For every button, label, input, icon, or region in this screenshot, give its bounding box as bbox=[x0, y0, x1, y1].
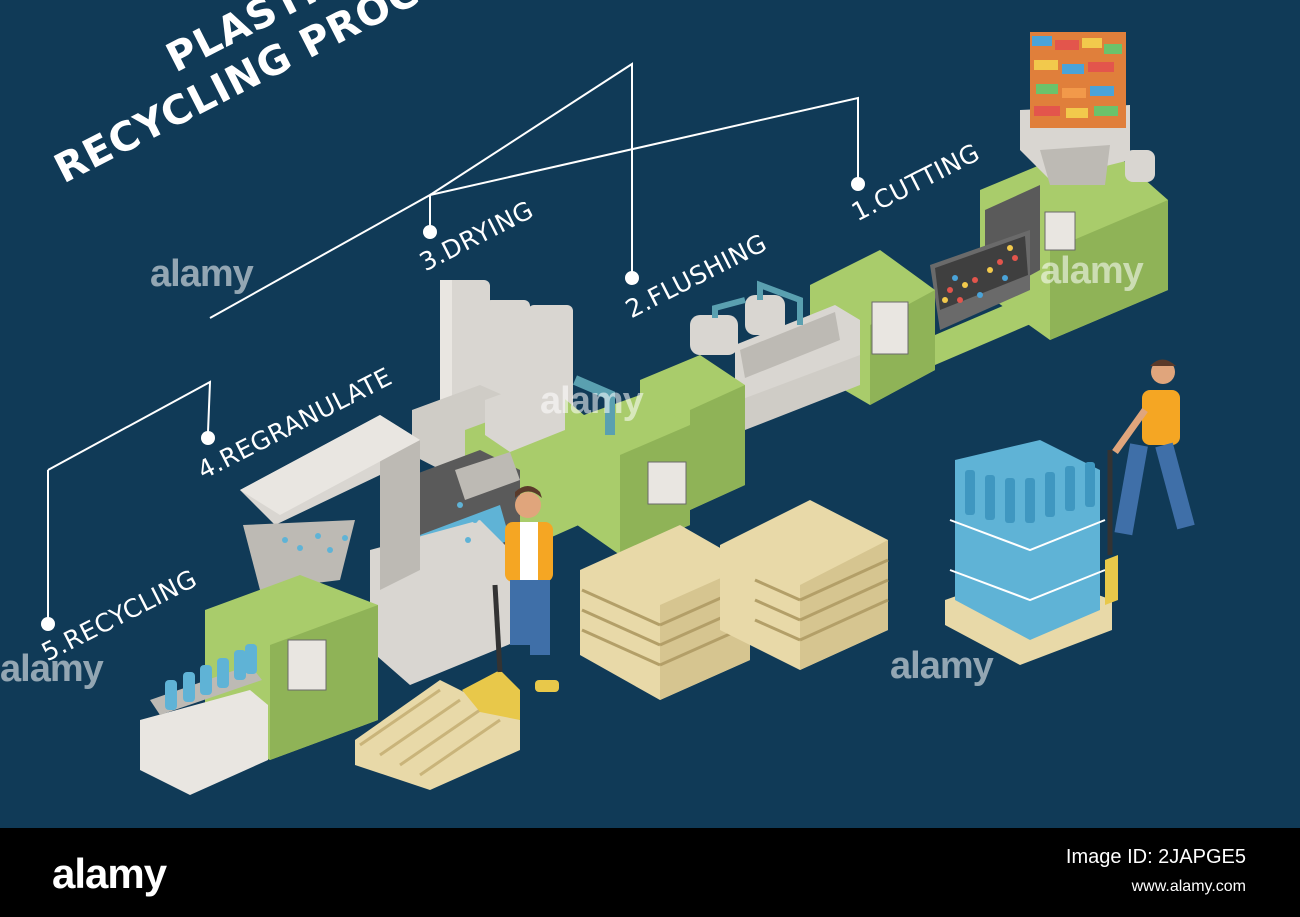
connector-cutting bbox=[429, 96, 859, 196]
connector-dots bbox=[41, 177, 865, 631]
recycling-line-illustration bbox=[41, 32, 1195, 795]
molded-bottles bbox=[165, 644, 257, 710]
dot-regranulate bbox=[201, 431, 215, 445]
flake-conveyor bbox=[930, 230, 1040, 365]
watermark: alamy bbox=[540, 380, 644, 422]
connector-regranulate bbox=[47, 380, 212, 471]
drying-silos bbox=[412, 280, 690, 560]
connector-drying bbox=[209, 193, 431, 319]
step-connector-lines bbox=[47, 62, 859, 620]
footer-url: www.alamy.com bbox=[1131, 878, 1246, 895]
dot-cutting bbox=[851, 177, 865, 191]
worker-walking bbox=[1112, 359, 1195, 536]
connector-flushing bbox=[429, 62, 633, 272]
stacked-pallets bbox=[580, 500, 889, 700]
shredded-plastic-block bbox=[1032, 36, 1122, 118]
illustration-scene: alamy alamy alamy alamy alamy PLASTIC RE… bbox=[0, 0, 1195, 795]
footer-image-id: Image ID: 2JAPGE5 bbox=[1065, 846, 1246, 868]
dot-flushing bbox=[625, 271, 639, 285]
empty-pallet-jack bbox=[355, 584, 520, 790]
watermark: alamy bbox=[1040, 250, 1144, 292]
watermark: alamy bbox=[0, 648, 104, 690]
regranulate-machine bbox=[240, 415, 520, 685]
stock-footer-bar: alamy Image ID: 2JAPGE5 www.alamy.com bbox=[0, 828, 1300, 917]
worker-front bbox=[505, 486, 559, 692]
watermark: alamy bbox=[890, 645, 994, 687]
footer-brand-logo: alamy bbox=[52, 850, 167, 897]
bottle-molding-machine bbox=[140, 575, 378, 795]
dot-drying bbox=[423, 225, 437, 239]
bottle-pallet bbox=[945, 440, 1118, 665]
flushing-machine bbox=[640, 250, 935, 510]
dot-recycling bbox=[41, 617, 55, 631]
watermark: alamy bbox=[150, 253, 254, 295]
